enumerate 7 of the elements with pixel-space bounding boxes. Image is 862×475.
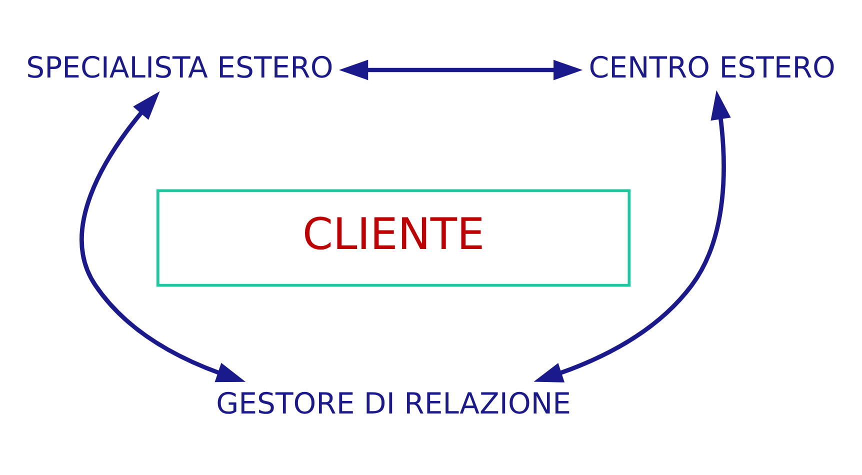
arrow (534, 90, 731, 382)
arrow (338, 59, 583, 80)
arrow (80, 90, 246, 382)
node-text: GESTORE DI RELAZIONE (216, 386, 571, 420)
node-box: CLIENTE (156, 188, 631, 286)
node-text: CENTRO ESTERO (588, 50, 836, 84)
node-text: SPECIALISTA ESTERO (26, 50, 334, 84)
